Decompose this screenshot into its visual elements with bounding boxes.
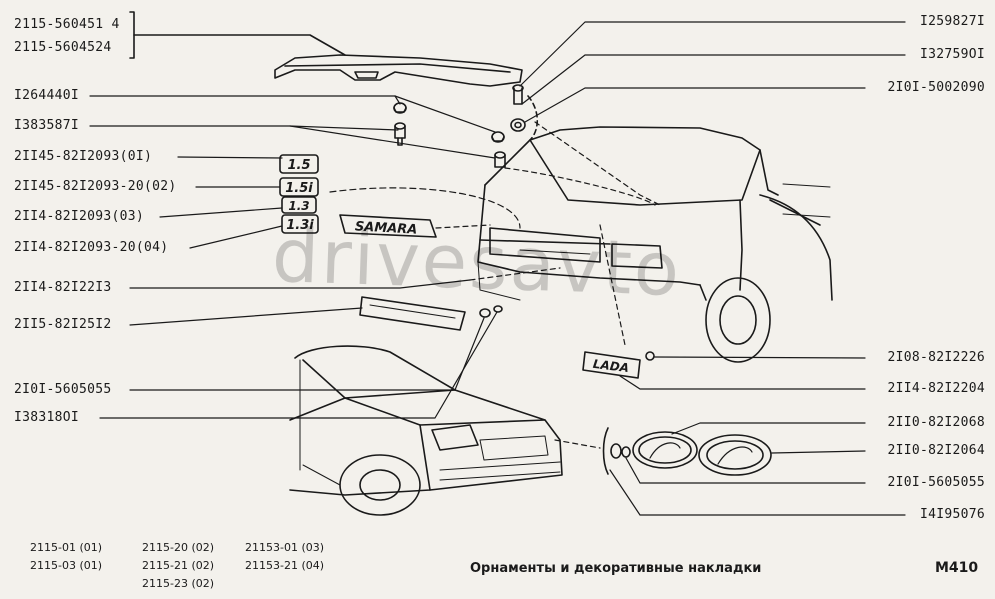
- model-note: 21153-21 (04): [245, 559, 325, 572]
- part-label-r3: 2I0I-5002090: [887, 80, 985, 95]
- part-label-r2: I32759OI: [919, 47, 985, 62]
- part-label-l10: I38318OI: [14, 410, 80, 425]
- lada-badge-text: LADA: [592, 357, 630, 375]
- part-label-r8: 2I0I-5605055: [887, 475, 985, 490]
- part-label-l9: 2I0I-5605055: [14, 382, 112, 397]
- samara-badge-text: SAMARA: [354, 219, 417, 237]
- part-label-l2: I383587I: [14, 118, 80, 133]
- model-note: 21153-01 (03): [245, 541, 325, 554]
- rear-spoiler-drawing: [274, 54, 523, 87]
- rear-car-drawing: [477, 126, 833, 363]
- model-note: 2115-03 (01): [30, 559, 103, 572]
- part-label-l6: 2II4-82I2093-20(04): [14, 240, 169, 255]
- badge-13-shape: [281, 196, 317, 214]
- part-label-l4: 2II45-82I2093-20(02): [14, 179, 177, 194]
- part-label-r1: I259827I: [919, 14, 985, 29]
- fastener-drawings: [393, 84, 539, 168]
- model-note: 2115-23 (02): [142, 577, 215, 590]
- leader-lines-left: [89, 95, 561, 419]
- watermark: drivesavto: [270, 212, 683, 314]
- part-label-r4: 2I08-82I2226: [887, 350, 985, 365]
- leader-spoiler: [133, 34, 346, 56]
- figure-caption: Орнаменты и декоративные накладки: [470, 561, 762, 576]
- part-label-l5: 2II4-82I2093(03): [14, 209, 145, 224]
- badge-13i-text: 1.3i: [286, 218, 314, 233]
- strip-shape: [359, 296, 466, 331]
- part-label-r7: 2II0-82I2064: [887, 443, 985, 458]
- part-label-r9: I4I95076: [919, 507, 985, 522]
- samara-badge-shape: [339, 214, 437, 238]
- part-label-l8: 2II5-82I25I2: [14, 317, 112, 332]
- model-note: 2115-01 (01): [30, 541, 103, 554]
- model-note: 2115-21 (02): [142, 559, 215, 572]
- badge-15i-text: 1.5i: [285, 181, 313, 196]
- part-label-l3: 2II45-82I2093(0I): [14, 149, 153, 164]
- front-car-drawing: [289, 345, 563, 516]
- part-label-2115-5604514: 2115-560451 4: [14, 17, 120, 32]
- part-label-2115-5604524: 2115-5604524: [14, 40, 112, 55]
- lada-badge-shape: [582, 351, 641, 379]
- badge-13i-shape: [281, 214, 319, 234]
- part-label-l1: I264440I: [14, 88, 80, 103]
- part-label-l7: 2II4-82I22I3: [14, 280, 112, 295]
- badge-15-text: 1.5: [287, 158, 310, 173]
- page-code: M410: [935, 560, 979, 576]
- part-label-r6: 2II0-82I2068: [887, 415, 985, 430]
- badge-13-text: 1.3: [288, 199, 309, 213]
- leader-lines-right: [504, 21, 906, 516]
- emblem-ovals: [602, 427, 772, 476]
- badge-15-shape: [279, 154, 319, 174]
- part-label-r5: 2II4-82I2204: [887, 381, 985, 396]
- model-note: 2115-20 (02): [142, 541, 215, 554]
